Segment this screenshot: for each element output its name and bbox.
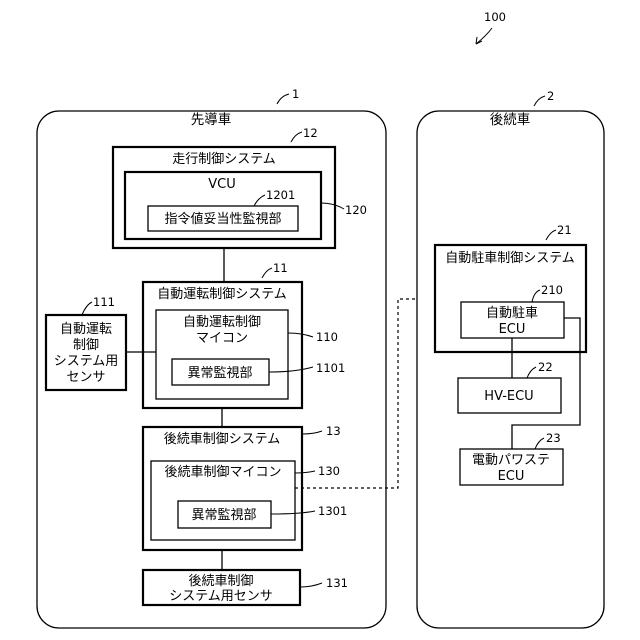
follow-vehicle-ref: 2 — [547, 89, 554, 103]
auto-parking-ecu-line1: 自動駐車 — [486, 306, 538, 321]
auto-drive-sensor-line1: 自動運転 — [60, 322, 112, 337]
figure-ref: 100 — [484, 10, 506, 24]
follow-sensor-ref: 131 — [326, 576, 348, 590]
follow-mcu-label: 後続車制御マイコン — [164, 465, 281, 480]
autodrive-anomaly-monitor-label: 異常監視部 — [187, 365, 252, 381]
follow-control-system-title: 後続車制御システム — [164, 432, 281, 447]
follow-sensor-line2: システム用センサ — [169, 589, 273, 604]
auto-drive-sensor-line4: センサ — [66, 370, 105, 385]
auto-drive-sensor-line3: システム用 — [54, 354, 119, 369]
auto-drive-sensor-ref: 111 — [93, 295, 115, 309]
follow-mcu-ref: 130 — [318, 464, 340, 478]
command-validity-monitor-ref: 1201 — [266, 188, 295, 202]
follow-sensor-line1: 後続車制御 — [188, 574, 253, 589]
follow-control-ref: 13 — [326, 424, 341, 438]
command-validity-monitor-label: 指令値妥当性監視部 — [164, 211, 281, 227]
auto-parking-ecu-ref: 210 — [541, 283, 563, 297]
hv-ecu-label: HV-ECU — [484, 389, 533, 404]
eps-ecu-line2: ECU — [498, 469, 525, 484]
follow-vehicle-leader — [534, 96, 545, 106]
hv-ecu-ref: 22 — [538, 360, 553, 374]
follow-vehicle-box — [417, 111, 604, 628]
auto-drive-control-system-title: 自動運転制御システム — [157, 287, 287, 302]
figure-ref-arrow — [476, 28, 492, 44]
auto-parking-control-system-title: 自動駐車制御システム — [445, 251, 575, 266]
follow-vehicle-title: 後続車 — [490, 112, 531, 128]
vcu-title: VCU — [208, 177, 236, 192]
eps-ecu-line1: 電動パワステ — [472, 453, 550, 468]
lead-vehicle-ref: 1 — [292, 87, 299, 101]
auto-drive-ref: 11 — [273, 261, 288, 275]
auto-parking-ref: 21 — [557, 223, 572, 237]
vcu-ref: 120 — [345, 203, 367, 217]
lead-vehicle-leader — [277, 94, 289, 104]
auto-parking-ecu-line2: ECU — [499, 322, 526, 337]
auto-drive-sensor-line2: 制御 — [73, 338, 99, 353]
auto-drive-mcu-line1: 自動運転制御 — [183, 315, 261, 330]
travel-control-ref: 12 — [303, 126, 318, 140]
follow-anomaly-monitor-label: 異常監視部 — [191, 507, 256, 523]
autodrive-anomaly-monitor-ref: 1101 — [316, 361, 345, 375]
auto-drive-mcu-line2: マイコン — [196, 331, 248, 346]
travel-control-system-title: 走行制御システム — [172, 152, 276, 167]
lead-vehicle-title: 先導車 — [191, 112, 232, 128]
eps-ecu-ref: 23 — [546, 431, 561, 445]
follow-anomaly-monitor-ref: 1301 — [318, 504, 347, 518]
auto-drive-mcu-ref: 110 — [316, 330, 338, 344]
